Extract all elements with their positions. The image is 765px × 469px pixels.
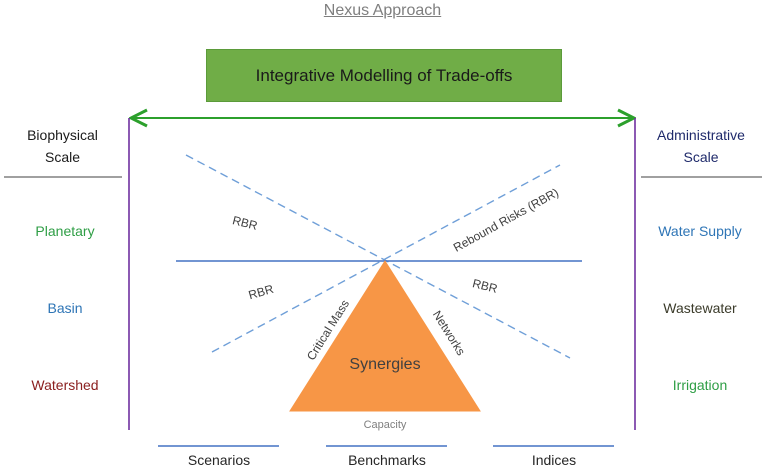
rbr-label-mid-left: RBR — [247, 282, 276, 303]
left-item-planetary: Planetary — [35, 223, 95, 239]
rebound-risks-label: Rebound Risks (RBR) — [451, 185, 561, 254]
biophysical-heading-line1: Biophysical — [27, 127, 98, 143]
dashed-line-descending — [185, 154, 571, 359]
integrative-modelling-box: Integrative Modelling of Trade-offs — [206, 49, 562, 102]
bottom-label-indices: Indices — [531, 452, 577, 468]
biophysical-heading-line2: Scale — [44, 149, 81, 165]
synergies-label: Synergies — [349, 356, 420, 373]
biophysical-scale-heading: Biophysical Scale — [0, 124, 125, 168]
rbr-label-mid-right: RBR — [471, 276, 499, 296]
administrative-heading-line2: Scale — [683, 149, 719, 165]
dashed-line-ascending — [211, 164, 561, 353]
integrative-modelling-label: Integrative Modelling of Trade-offs — [255, 65, 513, 85]
left-item-watershed: Watershed — [31, 377, 99, 393]
administrative-scale-heading: Administrative Scale — [637, 124, 765, 168]
right-item-water-supply: Water Supply — [658, 223, 742, 239]
rbr-label-top-left: RBR — [231, 213, 259, 233]
bottom-label-scenarios: Scenarios — [187, 452, 251, 468]
capacity-label: Capacity — [364, 419, 407, 431]
left-item-basin: Basin — [47, 300, 83, 316]
administrative-heading-line1: Administrative — [657, 127, 745, 143]
right-item-wastewater: Wastewater — [663, 300, 737, 316]
bottom-label-benchmarks: Benchmarks — [348, 452, 426, 468]
right-item-irrigation: Irrigation — [672, 377, 728, 393]
page-title: Nexus Approach — [323, 2, 442, 19]
synergies-triangle — [289, 260, 481, 412]
